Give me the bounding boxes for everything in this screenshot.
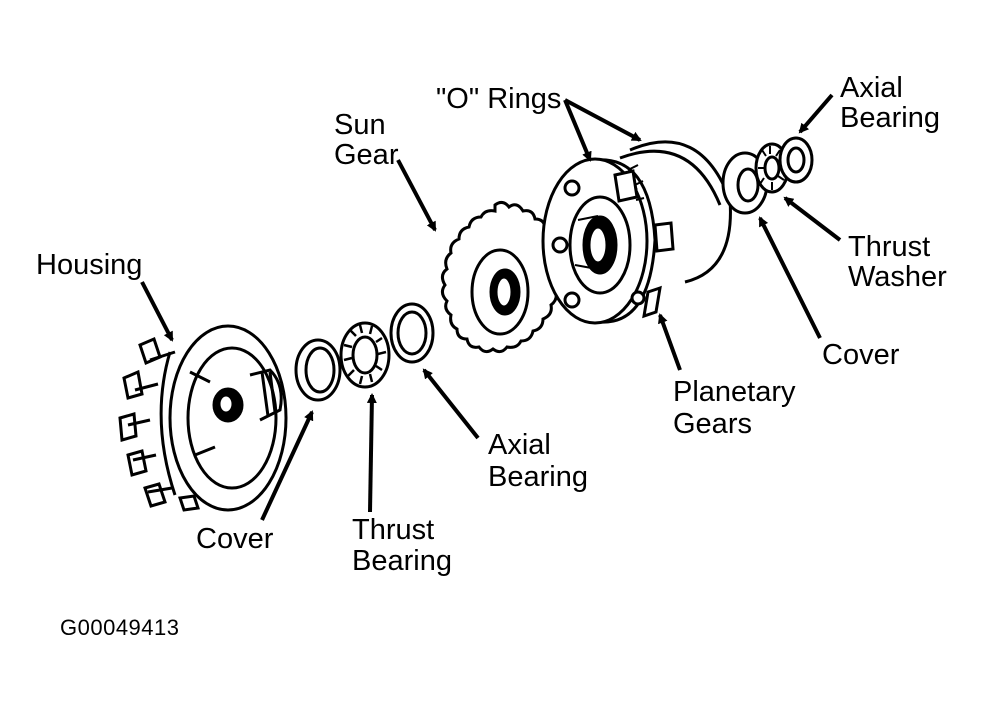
housing-label: Housing	[36, 249, 143, 281]
housing-arrow	[140, 281, 174, 342]
cover-right-label: Cover	[822, 339, 900, 371]
o-rings-arrow-2	[564, 98, 642, 142]
sun-gear-part	[440, 200, 562, 354]
o-rings-arrow-1	[563, 99, 592, 162]
planetary-gears-label-line1: Planetary	[673, 376, 796, 408]
axial-bearing-top-part	[778, 136, 814, 184]
sun-gear-label-line2: Gear	[334, 139, 399, 171]
thrust-bearing-part	[339, 321, 391, 389]
thrust-bearing-arrow	[366, 393, 377, 513]
thrust-washer-arrow	[783, 196, 842, 242]
planetary-gears-arrow	[658, 313, 682, 371]
axial-bearing-mid-label-line2: Bearing	[488, 461, 588, 493]
axial-bearing-top-label-line2: Bearing	[840, 102, 940, 134]
thrust-bearing-label-line2: Bearing	[352, 545, 452, 577]
axial-bearing-top-label-line1: Axial	[840, 72, 903, 104]
sun-gear-label-line1: Sun	[334, 109, 386, 141]
cover-left-arrow	[260, 410, 314, 521]
axial-bearing-top-arrow	[798, 93, 834, 134]
axial-bearing-mid-label-line1: Axial	[488, 429, 551, 461]
planetary-gears-label-line2: Gears	[673, 408, 752, 440]
thrust-washer-label-line2: Washer	[848, 261, 947, 293]
housing-part	[118, 324, 288, 512]
o-rings-label: "O" Rings	[436, 83, 562, 115]
sun-gear-arrow	[396, 159, 437, 232]
planetary-carrier-part	[541, 157, 675, 325]
cover-left-label: Cover	[196, 523, 274, 555]
figure-code: G00049413	[60, 615, 180, 640]
axial-bearing-mid-part	[389, 302, 435, 364]
thrust-washer-label-line1: Thrust	[848, 231, 931, 263]
axial-bearing-mid-arrow	[422, 368, 480, 440]
cover-left-part	[294, 338, 342, 402]
thrust-bearing-label-line1: Thrust	[352, 514, 435, 546]
cover-right-arrow	[758, 216, 822, 339]
